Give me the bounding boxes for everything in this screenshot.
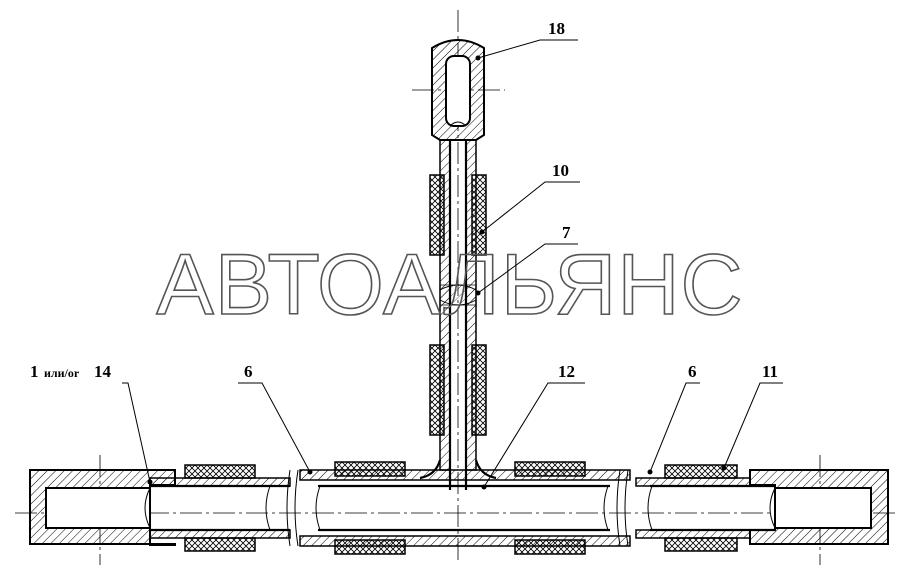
callout-1: 1 [30, 362, 39, 381]
callout-6-right: 6 [688, 362, 697, 381]
left-tube-segment [149, 464, 299, 552]
left-end-cap [29, 469, 176, 546]
leader-lines [122, 39, 783, 490]
callout-10: 10 [552, 161, 569, 180]
callout-or: или/or [44, 366, 80, 380]
right-tube-segment [635, 464, 775, 552]
callout-7: 7 [562, 223, 571, 242]
callout-12: 12 [558, 362, 575, 381]
vertical-branch [419, 139, 497, 490]
callout-18: 18 [548, 19, 565, 38]
callout-6-left: 6 [244, 362, 253, 381]
watermark-text: АВТОАЛЬЯНС [156, 237, 743, 333]
callout-14: 14 [94, 362, 112, 381]
top-cap [431, 39, 485, 141]
callout-11: 11 [762, 362, 778, 381]
right-end-cap [749, 469, 889, 545]
